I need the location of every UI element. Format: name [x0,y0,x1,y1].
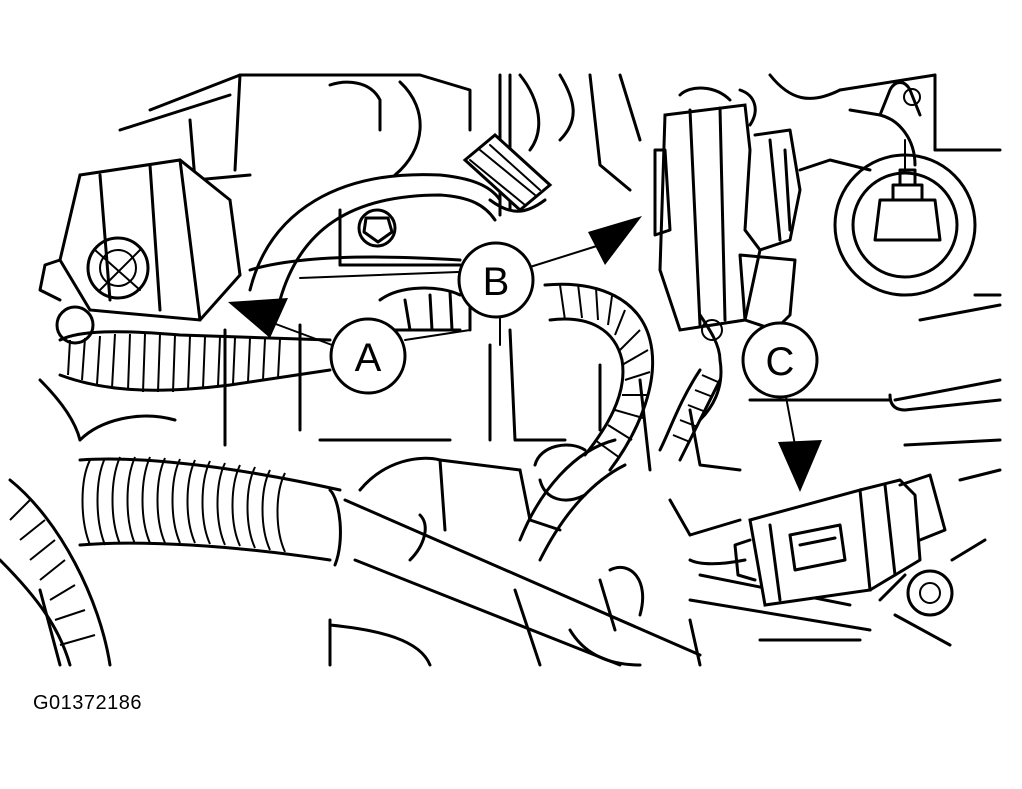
harness-left [58,330,332,393]
callout-a: A [228,298,471,395]
harness-upper [248,133,553,302]
harness-lower [0,456,742,667]
callout-b: B [299,216,642,346]
harness-center [378,282,655,562]
arrow-c [778,440,822,492]
connector-top [653,86,802,462]
connector-right [688,473,947,607]
callout-b-label: B [483,260,510,304]
engine-block-outline [38,73,1002,667]
connector-left [38,158,242,345]
callout-a-circle [329,317,407,395]
callout-b-circle [457,241,535,319]
arrow-b [588,216,642,265]
figure-id: G01372186 [33,692,143,714]
callout-c-label: C [766,340,795,384]
callout-c-circle [741,321,819,399]
callout-a-label: A [355,336,382,380]
arrow-a [228,298,288,338]
callout-c: C [741,321,822,492]
